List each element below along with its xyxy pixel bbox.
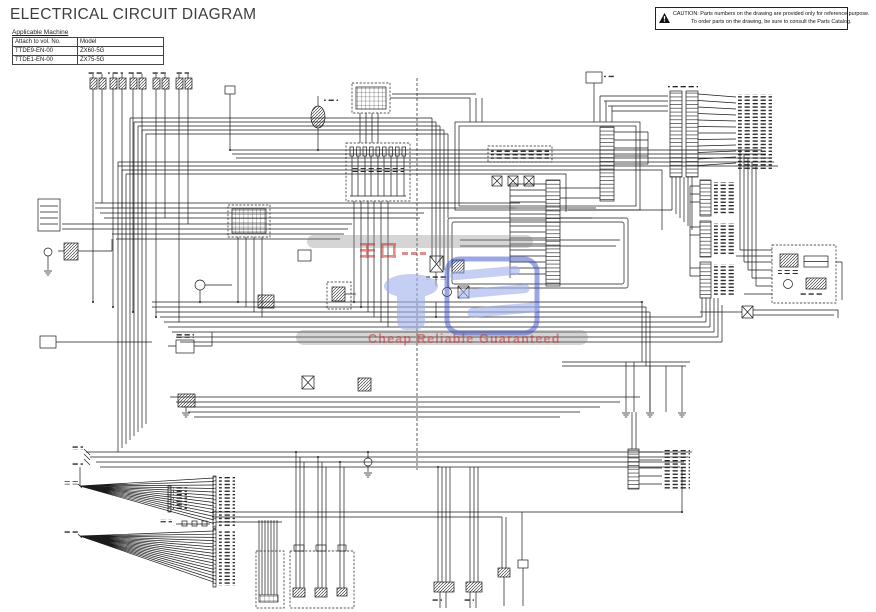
applicable-machine-caption: Applicable Machine <box>12 29 69 36</box>
caution-line-1: CAUTION: Parts numbers on the drawing ar… <box>673 11 870 17</box>
caution-line-2: To order parts on the drawing, be sure t… <box>691 19 852 26</box>
watermark-bottom-text: Cheap Reliable Guaranteed <box>368 332 561 346</box>
relay-row <box>88 71 193 322</box>
watermark-layer <box>296 235 588 345</box>
watermark-gray-bar-top <box>307 235 533 248</box>
caution-note: CAUTION: Parts numbers on the drawing ar… <box>655 7 870 30</box>
table-row: TTDE1-EN-00 ZX75-5G <box>12 55 164 65</box>
watermark-red-glyphs <box>360 243 426 258</box>
warning-triangle-icon <box>659 13 670 24</box>
page-title: ELECTRICAL CIRCUIT DIAGRAM <box>10 6 257 23</box>
applicable-machine-table: Attach to vol. No. Model TTDE9-EN-00 ZX6… <box>12 37 164 65</box>
model-cell: ZX75-5G <box>77 55 164 65</box>
wiring-lines <box>37 71 843 609</box>
harness-fan <box>64 467 235 588</box>
watermark-logo <box>384 256 540 336</box>
caution-text: CAUTION: Parts numbers on the drawing ar… <box>673 10 870 27</box>
applicable-machine-block: Applicable Machine Attach to vol. No. Mo… <box>12 29 164 65</box>
